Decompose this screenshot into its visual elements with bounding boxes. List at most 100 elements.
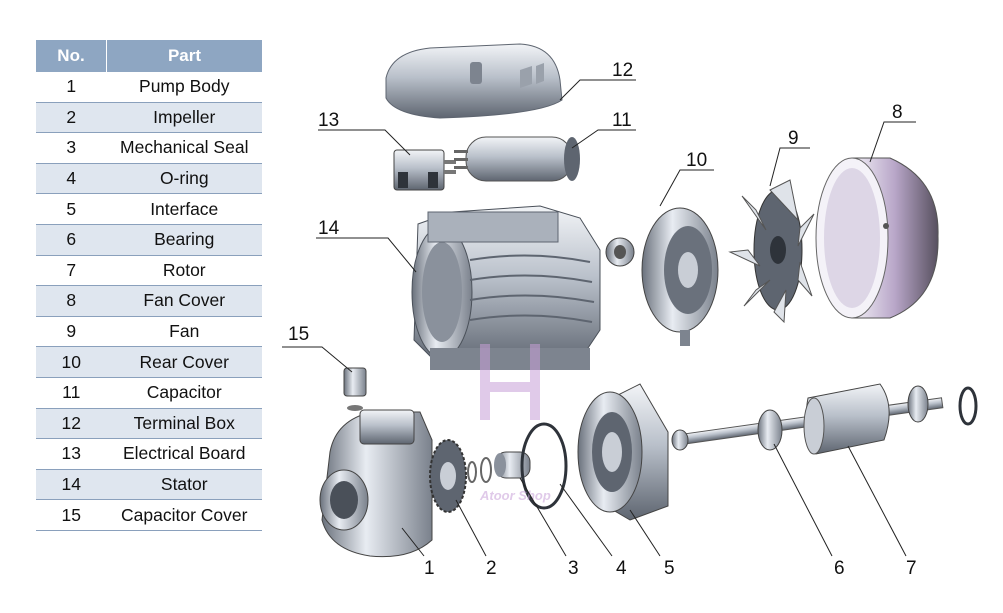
capacitor-cover-part xyxy=(343,367,367,411)
leader-7 xyxy=(847,445,907,557)
leader-13 xyxy=(318,129,411,156)
washer-part xyxy=(467,457,492,483)
impeller-part xyxy=(429,439,467,513)
leader-3 xyxy=(519,477,567,557)
row-no: 13 xyxy=(36,438,107,470)
callout-7: 7 xyxy=(906,558,917,579)
leader-8 xyxy=(869,121,916,163)
capacitor-part xyxy=(454,136,580,182)
leader-12 xyxy=(559,79,636,101)
row-part: Impeller xyxy=(106,102,262,134)
row-no: 1 xyxy=(36,72,107,103)
row-no: 3 xyxy=(36,132,107,164)
pump-body-part xyxy=(319,409,433,558)
row-no: 5 xyxy=(36,193,107,225)
row-part: Mechanical Seal xyxy=(106,132,262,164)
callout-2: 2 xyxy=(486,558,497,579)
bearing-rear-part xyxy=(907,385,978,426)
table-header-row: No. Part xyxy=(36,40,262,72)
leader-lines xyxy=(282,79,916,557)
row-part: Capacitor xyxy=(106,377,262,409)
callouts: 12 11 13 14 15 10 9 8 1 2 3 4 5 6 7 xyxy=(288,60,917,579)
row-part: Fan xyxy=(106,316,262,348)
row-part: Rear Cover xyxy=(106,346,262,378)
callout-13: 13 xyxy=(318,110,339,131)
leader-6 xyxy=(773,443,833,557)
callout-14: 14 xyxy=(318,218,340,239)
row-part: Stator xyxy=(106,469,262,501)
electrical-board-part xyxy=(393,149,456,191)
row-no: 8 xyxy=(36,285,107,317)
bearing-front-part xyxy=(671,409,783,451)
callout-15: 15 xyxy=(288,324,309,345)
callout-4: 4 xyxy=(616,558,627,579)
row-no: 15 xyxy=(36,499,107,531)
row-no: 9 xyxy=(36,316,107,348)
header-part: Part xyxy=(106,40,262,72)
row-part: Terminal Box xyxy=(106,408,262,440)
leader-1 xyxy=(401,527,425,557)
leader-10 xyxy=(659,169,714,207)
callout-12: 12 xyxy=(612,60,633,81)
rear-cover-part xyxy=(641,207,719,346)
interface-part xyxy=(577,383,669,521)
mechanical-seal-part xyxy=(494,451,531,479)
rotor-part xyxy=(803,383,890,455)
row-no: 11 xyxy=(36,377,107,409)
leader-4 xyxy=(559,483,613,557)
row-no: 7 xyxy=(36,255,107,287)
callout-8: 8 xyxy=(892,102,903,123)
row-part: Pump Body xyxy=(106,72,262,103)
row-no: 4 xyxy=(36,163,107,195)
stator-part xyxy=(411,205,601,370)
leader-15 xyxy=(282,346,353,373)
callout-6: 6 xyxy=(834,558,845,579)
terminal-box-part xyxy=(385,43,563,119)
row-part: O-ring xyxy=(106,163,262,195)
callout-3: 3 xyxy=(568,558,579,579)
row-part: Rotor xyxy=(106,255,262,287)
row-part: Electrical Board xyxy=(106,438,262,470)
callout-1: 1 xyxy=(424,558,435,579)
row-no: 2 xyxy=(36,102,107,134)
leader-9 xyxy=(769,147,810,187)
fan-part xyxy=(728,179,815,324)
callout-10: 10 xyxy=(686,150,707,171)
leader-11 xyxy=(571,129,636,149)
callout-11: 11 xyxy=(612,110,632,131)
row-part: Interface xyxy=(106,193,262,225)
leader-14 xyxy=(316,237,417,273)
leader-2 xyxy=(455,499,487,557)
row-part: Bearing xyxy=(106,224,262,256)
o-ring-part xyxy=(520,422,568,510)
row-no: 14 xyxy=(36,469,107,501)
leader-5 xyxy=(629,509,661,557)
callout-5: 5 xyxy=(664,558,675,579)
fan-cover-part xyxy=(815,157,939,319)
watermark-text: Atoor Shop xyxy=(479,488,551,503)
row-no: 12 xyxy=(36,408,107,440)
cable-gland-part xyxy=(605,237,635,267)
row-part: Fan Cover xyxy=(106,285,262,317)
callout-9: 9 xyxy=(788,128,799,149)
row-no: 6 xyxy=(36,224,107,256)
row-no: 10 xyxy=(36,346,107,378)
header-no: No. xyxy=(36,40,107,72)
